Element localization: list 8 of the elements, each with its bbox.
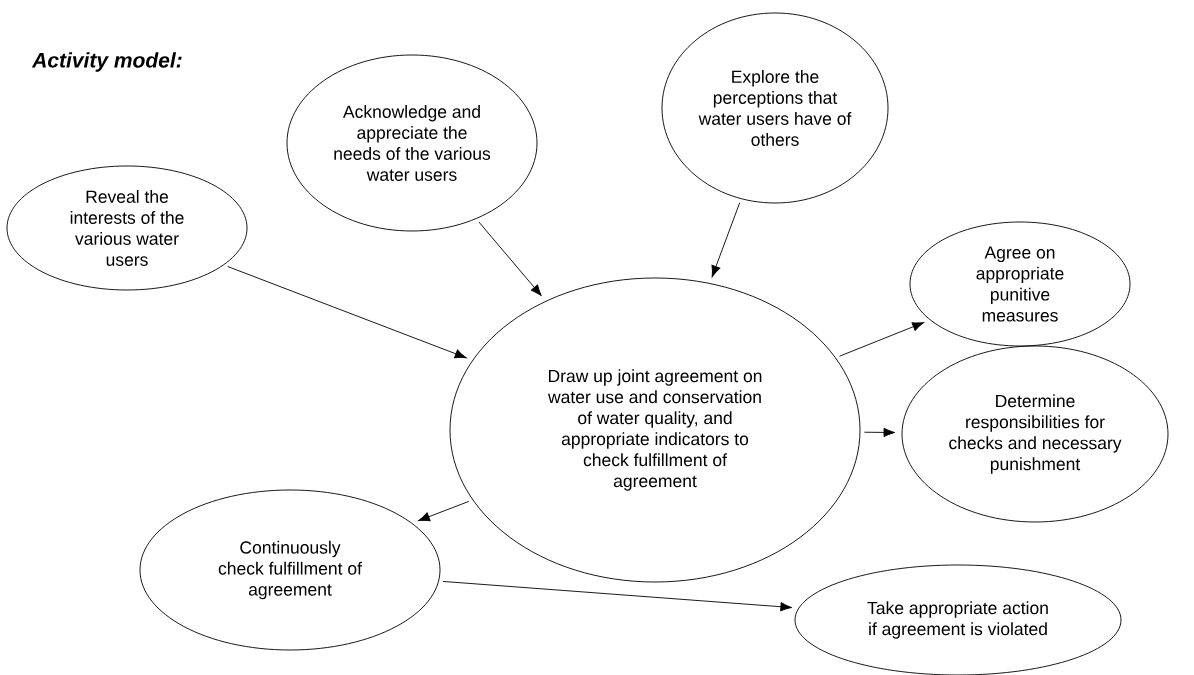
title: Activity model: (31, 52, 182, 72)
arrow (839, 322, 924, 357)
arrow (863, 427, 896, 438)
arrow (418, 501, 470, 522)
arrow (711, 202, 741, 278)
arrow (478, 221, 542, 297)
arrow (227, 266, 467, 359)
arrow (442, 581, 793, 612)
